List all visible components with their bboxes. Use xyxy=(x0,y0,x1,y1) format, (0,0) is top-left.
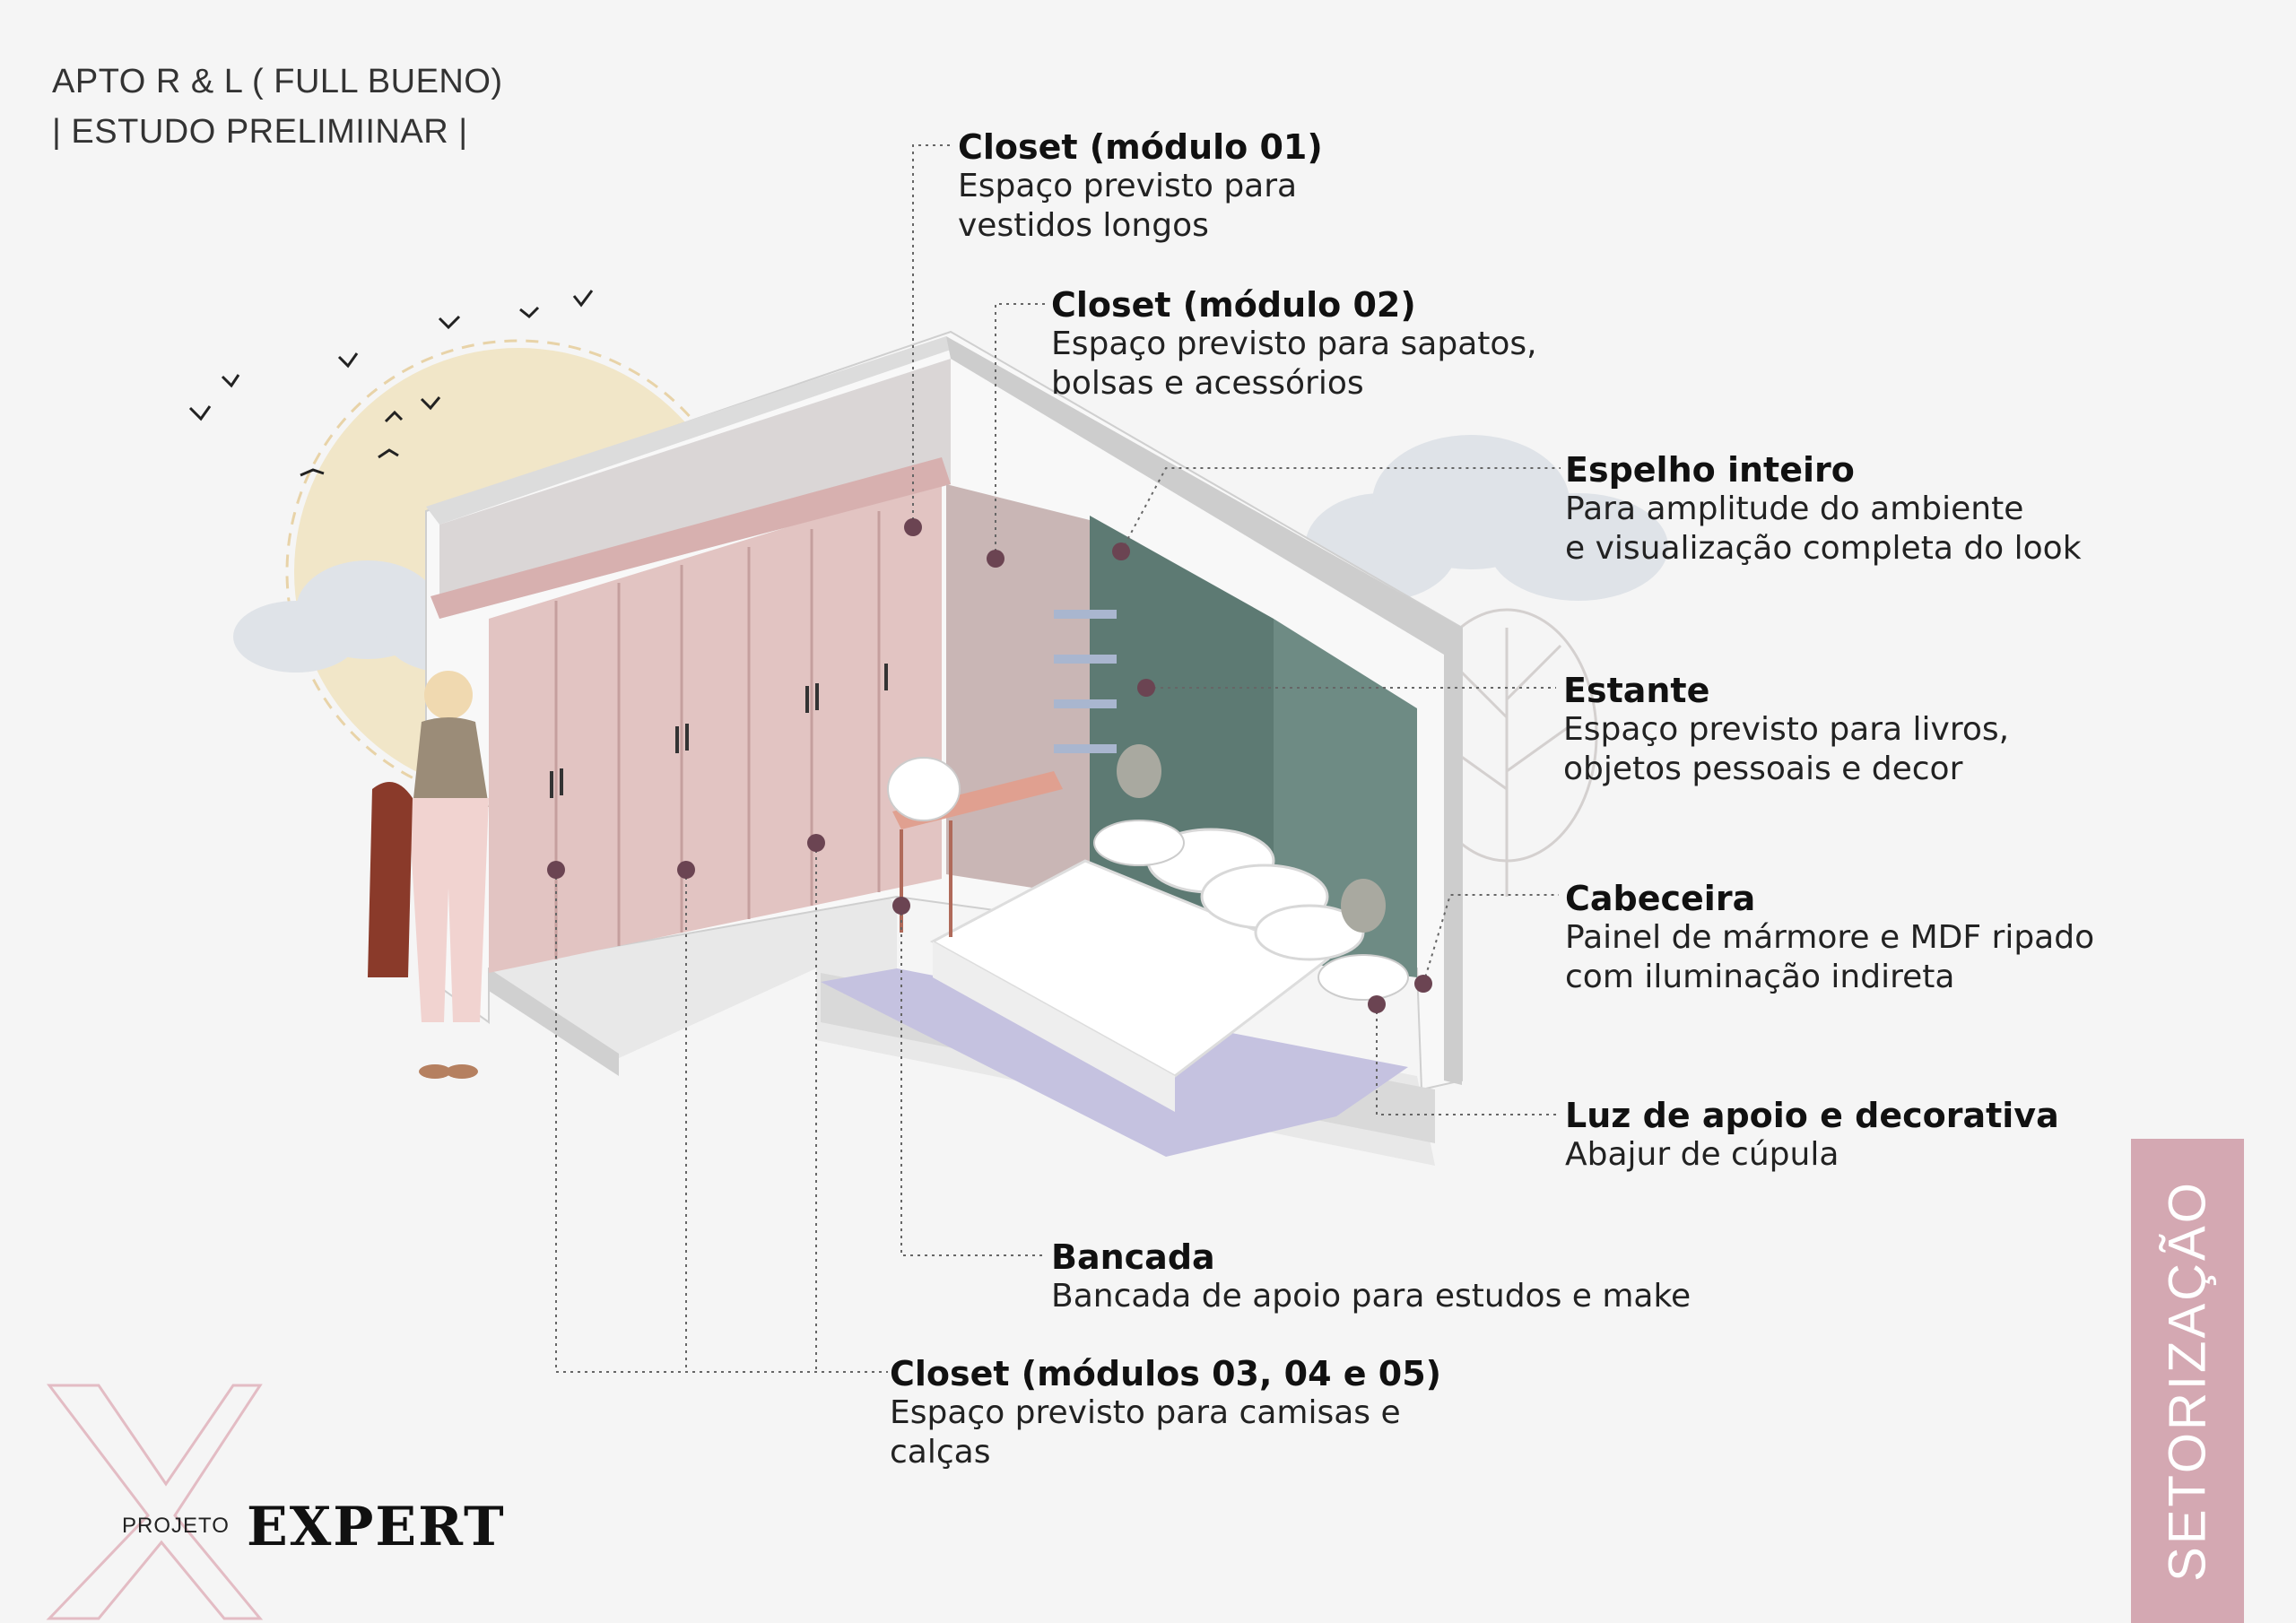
side-section-tab: SETORIZAÇÃO xyxy=(2131,1139,2244,1623)
birds-decor xyxy=(188,290,594,477)
marker-closet-01 xyxy=(904,518,922,536)
marker-mirror xyxy=(1112,542,1130,560)
callout-desc: Espaço previsto para sapatos, bolsas e a… xyxy=(1051,325,1537,402)
marker-closet-02 xyxy=(987,550,1004,568)
bookshelf xyxy=(1054,610,1117,753)
callout-closet-03-05: Closet (módulos 03, 04 e 05) Espaço prev… xyxy=(890,1354,1441,1472)
woman-figure xyxy=(368,671,489,1079)
marker-headboard xyxy=(1414,975,1432,993)
leader-lines xyxy=(555,144,1561,1373)
marker-desk xyxy=(892,897,910,915)
callout-desc: Espaço previsto para camisas e calças xyxy=(890,1394,1401,1471)
callout-bookshelf: Estante Espaço previsto para livros, obj… xyxy=(1563,671,2009,789)
closet-module-02 xyxy=(946,484,1090,897)
project-subtitle: | ESTUDO PRELIMIINAR | xyxy=(52,113,468,151)
wardrobe-handles xyxy=(550,664,888,798)
desk-chair xyxy=(887,757,961,821)
brand-name: EXPERT xyxy=(247,1496,506,1558)
callout-closet-01: Closet (módulo 01) Espaço previsto para … xyxy=(958,127,1323,246)
marker-bookshelf xyxy=(1137,679,1155,697)
callout-markers xyxy=(547,518,1432,1013)
marker-closet-04 xyxy=(677,861,695,879)
callout-title: Luz de apoio e decorativa xyxy=(1565,1096,2059,1135)
wall-top-edge xyxy=(426,336,951,525)
side-tab-label: SETORIZAÇÃO xyxy=(2158,1180,2217,1582)
callout-title: Espelho inteiro xyxy=(1565,450,1855,490)
project-title: APTO R & L ( FULL BUENO) xyxy=(52,63,503,100)
cloud-right xyxy=(1305,435,1668,601)
callout-headboard: Cabeceira Painel de mármore e MDF ripado… xyxy=(1565,879,2094,997)
callout-desc: Bancada de apoio para estudos e make xyxy=(1051,1278,1692,1315)
brand-prefix: PROJETO xyxy=(122,1514,230,1538)
pillows xyxy=(1146,828,1365,961)
callout-desk: Bancada Bancada de apoio para estudos e … xyxy=(1051,1237,1691,1316)
wall-side-edge xyxy=(946,336,1462,1085)
callout-desc: Para amplitude do ambiente e visualizaçã… xyxy=(1565,490,2082,567)
wardrobe-top-niches xyxy=(430,457,951,619)
back-wall-upper xyxy=(439,359,951,619)
callout-desc: Espaço previsto para vestidos longos xyxy=(958,168,1298,244)
callout-lamp: Luz de apoio e decorativa Abajur de cúpu… xyxy=(1565,1096,2059,1175)
callout-desc: Painel de mármore e MDF ripado com ilumi… xyxy=(1565,919,2095,995)
callout-desc: Abajur de cúpula xyxy=(1565,1136,1839,1173)
marker-closet-03 xyxy=(547,861,565,879)
callout-title: Cabeceira xyxy=(1565,879,1756,918)
callout-mirror: Espelho inteiro Para amplitude do ambien… xyxy=(1565,450,2082,568)
callout-title: Closet (módulos 03, 04 e 05) xyxy=(890,1354,1442,1393)
marker-lamp xyxy=(1368,995,1386,1013)
callout-closet-02: Closet (módulo 02) Espaço previsto para … xyxy=(1051,285,1537,404)
bedside-lamps xyxy=(1093,744,1409,1001)
callout-title: Closet (módulo 01) xyxy=(958,127,1323,167)
callout-title: Closet (módulo 02) xyxy=(1051,285,1416,325)
callout-title: Estante xyxy=(1563,671,1710,710)
wardrobe-door-lines xyxy=(554,511,881,959)
wardrobe-body xyxy=(489,480,942,973)
brand-x-mark-icon xyxy=(46,1384,264,1620)
floor-edge-left xyxy=(489,968,619,1076)
marker-closet-05 xyxy=(807,834,825,852)
callout-desc: Espaço previsto para livros, objetos pes… xyxy=(1563,711,2010,787)
bed-side xyxy=(933,942,1175,1112)
callout-title: Bancada xyxy=(1051,1237,1215,1277)
